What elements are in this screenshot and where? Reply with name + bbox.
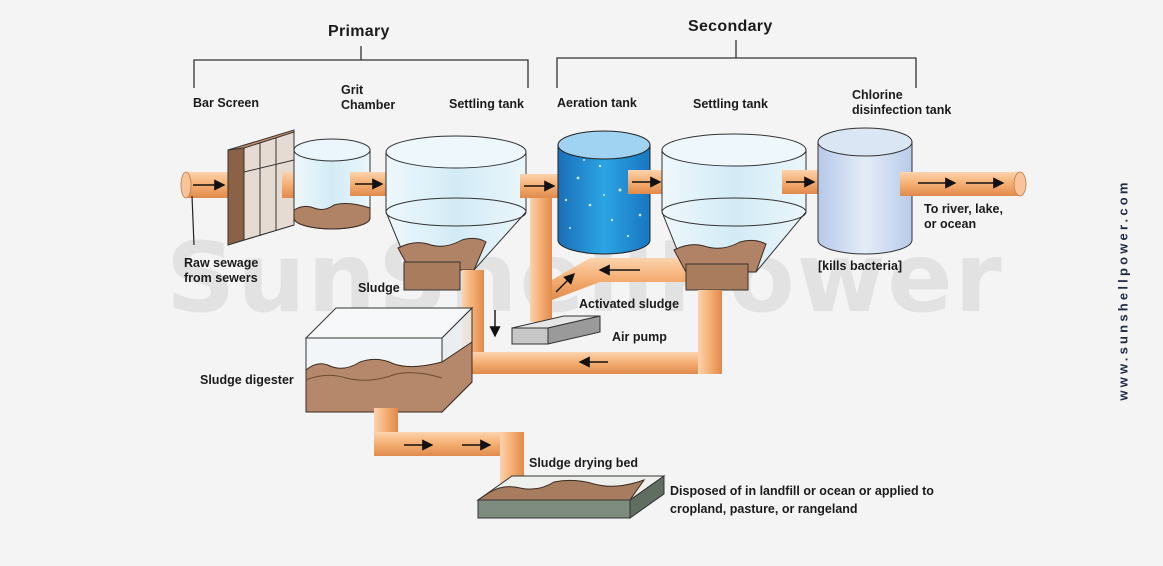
primary-stage-label: Primary <box>328 23 390 40</box>
aeration-tank-label: Aeration tank <box>557 96 637 110</box>
chlorine-tank <box>817 127 913 255</box>
kills-bacteria-label: [kills bacteria] <box>818 259 903 273</box>
aeration-tank <box>557 130 651 255</box>
grit-chamber-label: Grit Chamber <box>341 83 395 113</box>
sludge-pipe-network <box>462 270 722 374</box>
disposal-label-line1: Disposed of in landfill or ocean or appl… <box>670 484 934 498</box>
secondary-settling-tank <box>661 133 807 291</box>
grit-chamber-label-line2: Chamber <box>341 98 396 112</box>
bar-screen-label: Bar Screen <box>193 96 260 110</box>
pipe-to-aeration <box>520 174 562 198</box>
side-brand-url: www.sunshellpower.com <box>1114 160 1132 420</box>
activated-sludge-return-pipe <box>552 258 690 300</box>
sludge-label: Sludge <box>358 281 400 295</box>
sludge-digester <box>304 306 474 414</box>
pipe-to-primary-settling <box>350 172 390 196</box>
pipe-to-drying-bed <box>374 408 524 490</box>
chlorine-tank-label-line2: disinfection tank <box>852 103 952 117</box>
primary-settling-tank <box>385 135 527 291</box>
secondary-bracket <box>556 40 917 88</box>
disposal-label-line2: cropland, pasture, or rangeland <box>670 502 858 516</box>
raw-sewage-label: Raw sewage from sewers <box>184 256 258 286</box>
grit-chamber <box>293 138 371 230</box>
sludge-digester-label: Sludge digester <box>200 373 294 387</box>
primary-bracket <box>193 46 529 88</box>
activated-sludge-label: Activated sludge <box>579 297 680 311</box>
air-pump-pipe <box>530 198 552 322</box>
primary-settling-tank-label: Settling tank <box>449 97 525 111</box>
outlet-label-line1: To river, lake, <box>924 202 1003 216</box>
outlet-label: To river, lake, or ocean <box>924 202 1003 232</box>
secondary-stage-label: Secondary <box>688 18 773 35</box>
pipe-to-secondary-settling <box>628 170 668 194</box>
sludge-drying-bed <box>476 475 666 519</box>
side-brand-url-text: www.sunshellpower.com <box>1115 179 1131 401</box>
air-pump-label: Air pump <box>612 330 667 344</box>
pipe-to-chlorine <box>782 170 822 194</box>
outlet-pipe <box>900 171 1027 197</box>
air-pump <box>511 315 601 345</box>
disposal-label: Disposed of in landfill or ocean or appl… <box>670 482 934 518</box>
bar-screen <box>227 129 295 246</box>
raw-sewage-label-line1: Raw sewage <box>184 256 259 270</box>
chlorine-tank-label-line1: Chlorine <box>852 88 903 102</box>
secondary-settling-tank-label: Settling tank <box>693 97 769 111</box>
chlorine-tank-label: Chlorine disinfection tank <box>852 88 951 118</box>
raw-sewage-label-line2: from sewers <box>184 271 258 285</box>
sludge-drying-bed-label: Sludge drying bed <box>529 456 639 470</box>
grit-chamber-label-line1: Grit <box>341 83 364 97</box>
outlet-label-line2: or ocean <box>924 217 977 231</box>
